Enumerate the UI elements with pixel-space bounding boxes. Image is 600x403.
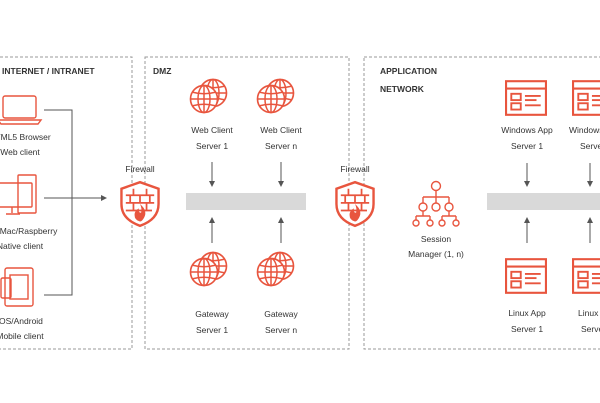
- web-client-1-line1: Web Client: [191, 125, 233, 135]
- client-web-line2: Web client: [0, 147, 40, 157]
- globe-icon: [256, 84, 286, 114]
- web-client-server-n: Web Client Server n: [256, 78, 302, 151]
- windows-app-n-line1: Windows App: [569, 125, 600, 135]
- web-client-1-line2: Server 1: [196, 141, 228, 151]
- app-network-bar: [487, 193, 600, 210]
- desktop-icon: [0, 174, 37, 215]
- client-native: Win/Mac/Raspberry Native client: [0, 174, 58, 251]
- zone-app-label-line2: NETWORK: [380, 84, 425, 94]
- zone-internet-label: INTERNET / INTRANET: [2, 66, 95, 76]
- firewall-1-label: Firewall: [125, 164, 154, 174]
- session-manager-line1: Session: [421, 234, 452, 244]
- tablet-icon: [0, 267, 34, 307]
- linux-app-n-line1: Linux App: [578, 308, 600, 318]
- web-client-n-line1: Web Client: [260, 125, 302, 135]
- gateway-n-line1: Gateway: [264, 309, 298, 319]
- linux-app-server-n: Linux App Server n: [572, 258, 600, 334]
- dmz-load-balancer-bar: [186, 193, 306, 210]
- linux-app-1-line1: Linux App: [508, 308, 546, 318]
- windows-app-n-line2: Server n: [580, 141, 600, 151]
- globe-icon: [189, 84, 219, 114]
- firewall-shield-icon: [120, 180, 160, 228]
- web-client-n-line2: Server n: [265, 141, 297, 151]
- app-arrows: [524, 163, 593, 243]
- gateway-server-1: Gateway Server 1: [189, 251, 230, 335]
- client-mobile-line2: Mobile client: [0, 331, 44, 341]
- firewall-2-label: Firewall: [340, 164, 369, 174]
- globe-icon: [256, 257, 286, 287]
- client-connectors: [44, 109, 107, 296]
- app-window-icon: [505, 258, 547, 294]
- hierarchy-icon: [412, 180, 460, 227]
- app-window-icon: [572, 80, 600, 116]
- gateway-1-line1: Gateway: [195, 309, 229, 319]
- client-web: HTML5 Browser Web client: [0, 95, 51, 157]
- firewall-shield-icon: [335, 180, 375, 228]
- web-client-server-1: Web Client Server 1: [189, 78, 233, 151]
- client-native-line2: Native client: [0, 241, 44, 251]
- session-manager-line2: Manager (1, n): [408, 249, 464, 259]
- app-window-icon: [572, 258, 600, 294]
- windows-app-1-line2: Server 1: [511, 141, 543, 151]
- client-mobile: iOS/Android Mobile client: [0, 267, 44, 341]
- client-web-line1: HTML5 Browser: [0, 132, 51, 142]
- session-manager: Session Manager (1, n): [408, 180, 464, 259]
- linux-app-n-line2: Server n: [581, 324, 600, 334]
- client-mobile-line1: iOS/Android: [0, 316, 43, 326]
- firewall-1: Firewall: [120, 164, 160, 228]
- dmz-arrows: [209, 162, 284, 243]
- app-window-icon: [505, 80, 547, 116]
- client-native-line1: Win/Mac/Raspberry: [0, 226, 58, 236]
- gateway-1-line2: Server 1: [196, 325, 228, 335]
- zone-dmz-label: DMZ: [153, 66, 171, 76]
- globe-icon: [189, 257, 219, 287]
- zone-app-label-line1: APPLICATION: [380, 66, 437, 76]
- laptop-icon: [0, 95, 43, 125]
- gateway-server-n: Gateway Server n: [256, 251, 299, 335]
- windows-app-1-line1: Windows App: [501, 125, 553, 135]
- gateway-n-line2: Server n: [265, 325, 297, 335]
- linux-app-server-1: Linux App Server 1: [505, 258, 547, 334]
- windows-app-server-n: Windows App Server n: [569, 80, 600, 151]
- windows-app-server-1: Windows App Server 1: [501, 80, 553, 151]
- linux-app-1-line2: Server 1: [511, 324, 543, 334]
- zone-internet: INTERNET / INTRANET: [0, 56, 133, 350]
- firewall-2: Firewall: [335, 164, 375, 228]
